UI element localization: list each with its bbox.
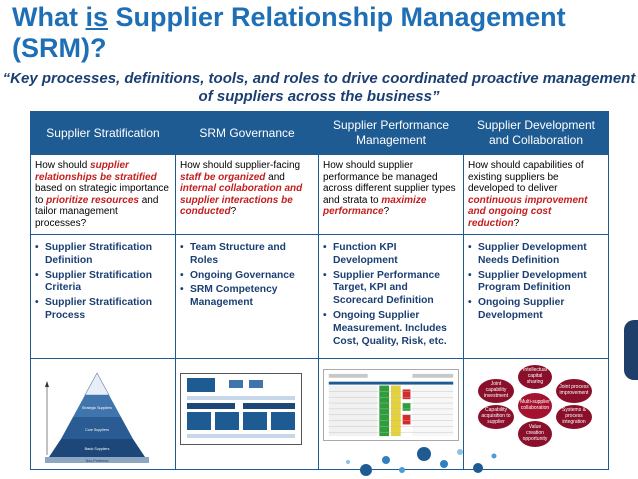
scorecard-thumbnail — [323, 369, 459, 441]
bullet-item: Function KPI Development — [323, 242, 459, 268]
bullet-item: Supplier Stratification Definition — [35, 242, 171, 268]
governance-structure-thumbnail — [180, 373, 302, 445]
question-stratification: How should supplier relationships be str… — [30, 154, 176, 235]
question-emphasis: staff be organized — [180, 171, 266, 183]
dot-decoration — [346, 447, 497, 476]
question-text: and — [265, 171, 285, 183]
pyramid-tier-3: Basic Suppliers — [85, 447, 110, 451]
bullet-item: Supplier Development Program Definition — [468, 270, 604, 296]
visual-governance — [175, 358, 319, 470]
bullet-item: Supplier Performance Target, KPI and Sco… — [323, 270, 459, 308]
question-development: How should capabilities of existing supp… — [463, 154, 609, 235]
srm-matrix: Supplier Stratification SRM Governance S… — [30, 111, 609, 470]
title-part-1: What — [12, 2, 86, 32]
question-text: ? — [513, 217, 520, 229]
bullets-governance: Team Structure and RolesOngoing Governan… — [175, 234, 319, 359]
visual-stratification: Strategic Suppliers Core Suppliers Basic… — [30, 358, 176, 470]
title-part-3: Supplier Relationship Management (SRM)? — [12, 2, 566, 63]
pyramid-base-label: Non-Preferred — [86, 459, 109, 463]
question-text: ? — [383, 206, 390, 217]
bullet-item: Ongoing Supplier Measurement. Includes C… — [323, 310, 459, 348]
bullet-item: Ongoing Governance — [180, 270, 314, 283]
question-emphasis: internal collaboration and supplier inte… — [180, 183, 303, 217]
question-emphasis: maximize performance — [323, 194, 427, 218]
pyramid-tier-2: Core Suppliers — [85, 428, 109, 432]
question-text: How should capabilities of existing supp… — [468, 160, 584, 194]
bullet-item: Team Structure and Roles — [180, 242, 314, 268]
stratification-pyramid: Strategic Suppliers Core Suppliers Basic… — [45, 372, 149, 463]
title-part-2: is — [85, 2, 109, 32]
question-text: and tailor management processes? — [35, 194, 159, 229]
question-row: How should supplier relationships be str… — [30, 154, 609, 235]
bullet-item: Supplier Stratification Criteria — [35, 270, 171, 296]
bullets-development: Supplier Development Needs DefinitionSup… — [463, 234, 609, 359]
bubble-bottom-left: Capability acquisition to supplier — [478, 405, 514, 429]
bullet-item: Supplier Stratification Process — [35, 297, 171, 323]
header-row: Supplier Stratification SRM Governance S… — [30, 111, 609, 155]
bullets-stratification: Supplier Stratification DefinitionSuppli… — [30, 234, 176, 359]
question-emphasis: continuous improvement and ongoing cost … — [468, 194, 588, 229]
bubble-bottom-right: Systems & process integration — [556, 405, 592, 429]
slide-subtitle: “Key processes, definitions, tools, and … — [2, 70, 636, 105]
question-text: How should supplier-facing — [180, 160, 301, 171]
question-text: How should — [35, 160, 91, 171]
bubble-center: Multi-supplier collaboration — [518, 393, 552, 419]
bullet-item: SRM Competency Management — [180, 284, 314, 310]
question-text: How should supplier performance be manag… — [323, 160, 456, 206]
question-text: based on strategic importance to — [35, 183, 169, 206]
bubble-bottom: Value creation opportunity — [518, 421, 552, 447]
bubble-top-right: Joint process improvement — [556, 379, 592, 403]
bubble-top: Intellectual capital sharing — [518, 365, 552, 389]
header-performance: Supplier Performance Management — [318, 111, 464, 155]
question-performance: How should supplier performance be manag… — [318, 154, 464, 235]
question-text: ? — [230, 206, 237, 217]
question-emphasis: supplier relationships be stratified — [35, 160, 157, 183]
visual-development: Intellectual capital sharing Joint proce… — [463, 358, 609, 470]
visual-row: Strategic Suppliers Core Suppliers Basic… — [30, 358, 609, 470]
bullet-item: Supplier Development Needs Definition — [468, 242, 604, 268]
slide-title: What is Supplier Relationship Management… — [12, 2, 632, 64]
bullets-performance: Function KPI DevelopmentSupplier Perform… — [318, 234, 464, 359]
bullet-item: Ongoing Supplier Development — [468, 297, 604, 323]
side-accent — [624, 320, 638, 380]
header-governance: SRM Governance — [175, 111, 319, 155]
pyramid-tier-1: Strategic Suppliers — [82, 406, 112, 410]
question-governance: How should supplier-facing staff be orga… — [175, 154, 319, 235]
header-stratification: Supplier Stratification — [30, 111, 176, 155]
question-emphasis: prioritize resources — [46, 194, 139, 206]
bullet-row: Supplier Stratification DefinitionSuppli… — [30, 234, 609, 359]
header-development: Supplier Development and Collaboration — [463, 111, 609, 155]
bubble-top-left: Joint capability investment — [478, 379, 514, 403]
visual-performance — [318, 358, 464, 470]
